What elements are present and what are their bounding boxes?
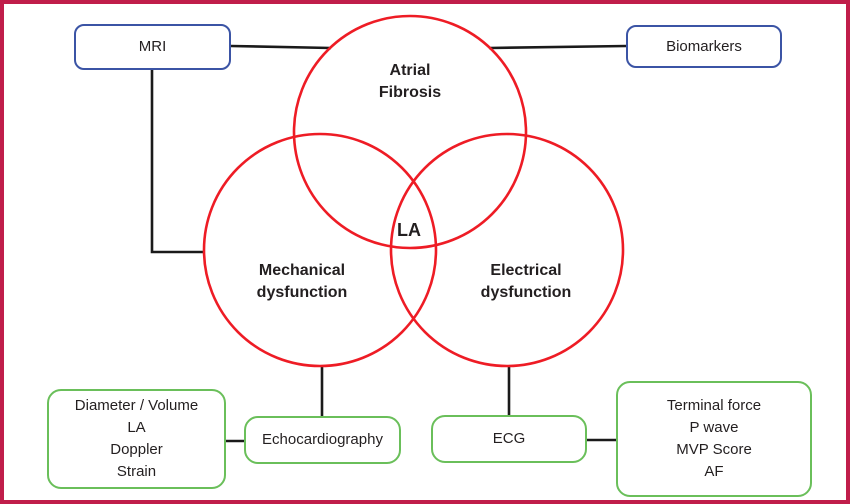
ecg-measure-line: AF [704,463,724,480]
atrial-fibrosis-label-line2: Fibrosis [378,84,442,101]
mri-box-label: MRI [138,38,167,55]
venn-and-connector-layer [150,14,627,443]
electrical-dysfunction-label: Electrical dysfunction [481,260,572,304]
la-intersection-label: LA [397,220,421,240]
mechanical-dysfunction-label-line2: dysfunction [256,284,348,301]
echo-measure-line: Diameter / Volume [74,397,199,414]
atrial-fibrosis-label-line1: Atrial [389,62,431,79]
electrical-dysfunction-label-line1: Electrical [490,262,562,279]
ecg-measure-line: P wave [689,419,739,436]
echo-measure-line: Strain [116,463,157,480]
mechanical-dysfunction-circle [202,132,438,368]
electrical-dysfunction-label-line2: dysfunction [480,284,572,301]
mri-box: MRI [74,24,231,70]
ecg-measure-line: MVP Score [676,441,752,458]
electrical-dysfunction-circle [389,132,625,368]
connector-mri-to-mechanical [150,70,205,254]
connector-mri-to-fibrosis [230,44,332,50]
ecg-box-label: ECG [492,430,526,447]
connector-fibrosis-to-biomarkers [488,44,627,50]
mechanical-dysfunction-label: Mechanical dysfunction [257,260,348,304]
ecg-measure-line: Terminal force [666,397,762,414]
ecg-measures-box: Terminal force P wave MVP Score AF [616,381,812,497]
biomarkers-box: Biomarkers [626,25,782,68]
echo-measure-line: LA [127,419,146,436]
echocardiography-box: Echocardiography [244,416,401,464]
biomarkers-box-label: Biomarkers [666,37,742,55]
echocardiography-measures-box: Diameter / Volume LA Doppler Strain [47,389,226,489]
atrial-fibrosis-circle [292,14,528,250]
echo-measure-line: Doppler [110,441,163,458]
atrial-fibrosis-label: Atrial Fibrosis [379,60,441,104]
echocardiography-box-label: Echocardiography [262,431,383,448]
ecg-box: ECG [431,415,587,463]
mechanical-dysfunction-label-line1: Mechanical [258,262,346,279]
